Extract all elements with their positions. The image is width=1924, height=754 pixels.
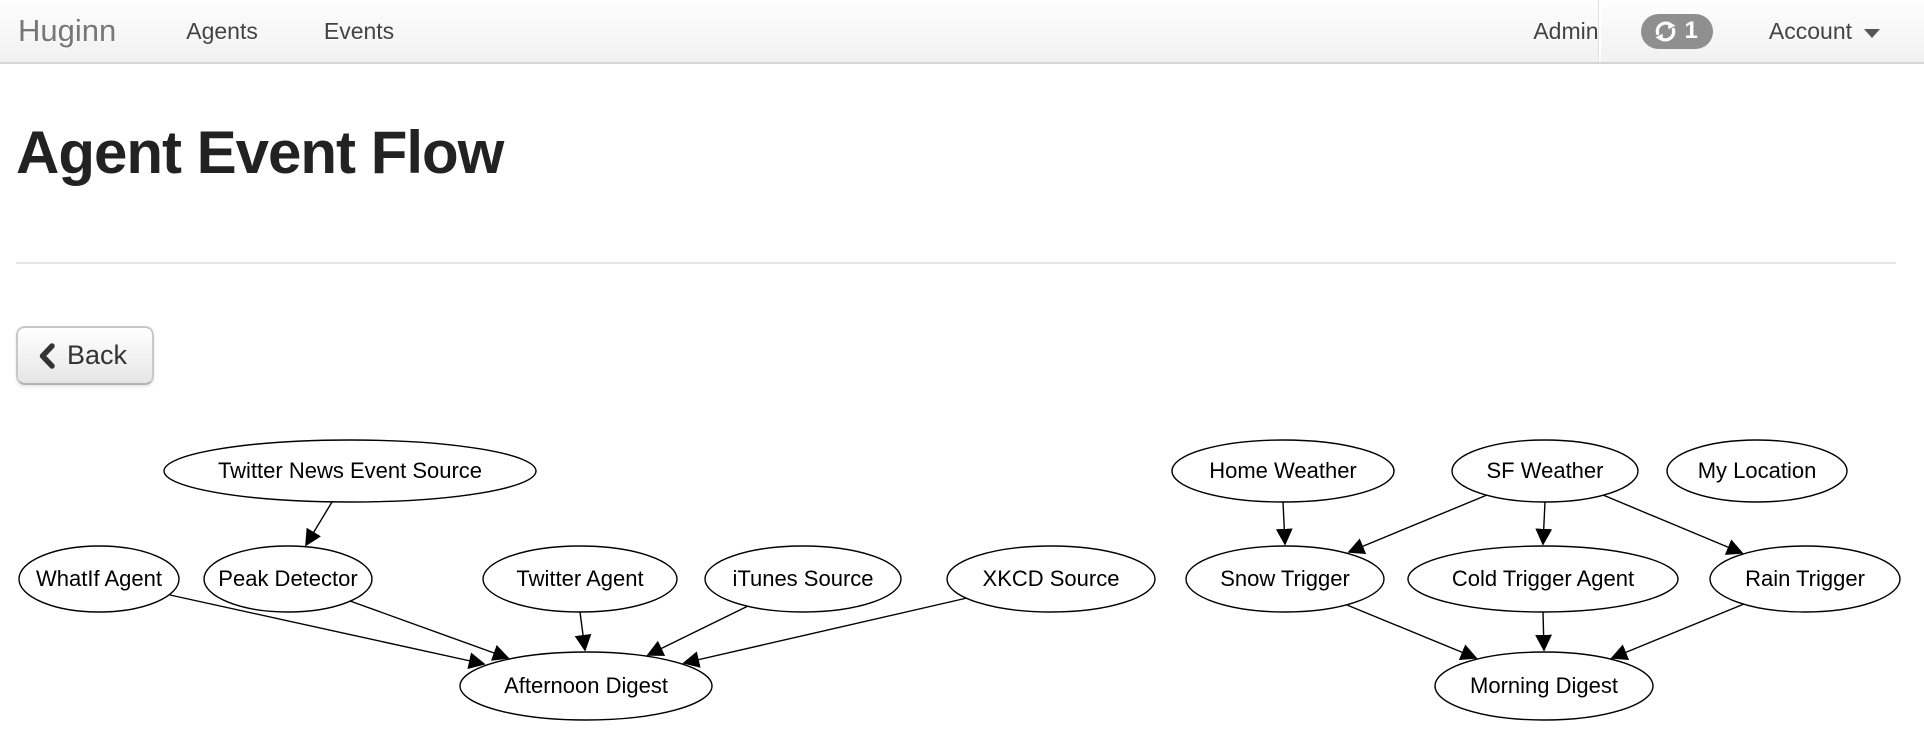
edge-snow-trigger-to-morning-digest [1346, 604, 1478, 661]
event-count-badge[interactable]: 1 [1640, 13, 1713, 49]
node-afternoon-digest: Afternoon Digest [459, 651, 713, 721]
edge-rain-trigger-to-morning-digest [1610, 603, 1745, 661]
node-twitter-agent: Twitter Agent [482, 545, 678, 613]
title-divider [16, 262, 1896, 264]
node-peak-detector: Peak Detector [203, 545, 373, 613]
node-label: iTunes Source [732, 566, 873, 591]
chevron-left-icon [37, 342, 56, 370]
page-title: Agent Event Flow [16, 119, 504, 186]
node-label: SF Weather [1487, 458, 1604, 483]
edge-home-weather-to-snow-trigger [1275, 501, 1293, 546]
node-label: WhatIf Agent [36, 566, 162, 591]
edge-sf-weather-to-snow-trigger [1347, 494, 1488, 554]
nav-item-admin[interactable]: Admin [1533, 17, 1599, 44]
edge-itunes-source-to-afternoon-digest [646, 605, 749, 656]
navbar: Huginn Agents Events Admin 1 Account [0, 0, 1924, 64]
node-label: Rain Trigger [1745, 566, 1865, 591]
node-rain-trigger: Rain Trigger [1709, 545, 1901, 613]
node-label: Twitter News Event Source [218, 458, 482, 483]
node-label: Cold Trigger Agent [1452, 566, 1634, 591]
node-morning-digest: Morning Digest [1434, 651, 1654, 721]
navbar-divider [1598, 0, 1601, 62]
edge-sf-weather-to-rain-trigger [1602, 494, 1744, 555]
edge-peak-detector-to-afternoon-digest [349, 600, 510, 661]
diagram-edges [169, 494, 1745, 669]
nav-item-agents[interactable]: Agents [186, 17, 258, 44]
node-label: Snow Trigger [1220, 566, 1350, 591]
main-content: Agent Event Flow Back [0, 120, 1924, 729]
event-count: 1 [1684, 17, 1698, 44]
node-home-weather: Home Weather [1171, 439, 1395, 503]
node-snow-trigger: Snow Trigger [1185, 545, 1385, 613]
node-label: My Location [1698, 458, 1817, 483]
node-label: XKCD Source [983, 566, 1120, 591]
account-label: Account [1768, 17, 1852, 44]
refresh-icon [1653, 19, 1678, 44]
node-twitter-news-event-source: Twitter News Event Source [163, 439, 537, 503]
edge-twitter-news-event-source-to-peak-detector [305, 501, 333, 547]
node-xkcd-source: XKCD Source [946, 545, 1156, 613]
node-label: Morning Digest [1470, 673, 1618, 698]
nav-item-events[interactable]: Events [323, 17, 395, 44]
node-itunes-source: iTunes Source [704, 545, 902, 613]
node-label: Twitter Agent [516, 566, 643, 591]
node-label: Peak Detector [218, 566, 357, 591]
edge-xkcd-source-to-afternoon-digest [682, 597, 968, 668]
node-whatif-agent: WhatIf Agent [18, 545, 180, 613]
node-label: Home Weather [1209, 458, 1357, 483]
edge-twitter-agent-to-afternoon-digest [574, 611, 592, 652]
node-label: Afternoon Digest [504, 673, 668, 698]
navbar-right: Admin 1 Account [1533, 0, 1880, 62]
edge-sf-weather-to-cold-trigger-agent [1535, 501, 1553, 546]
back-button-label: Back [67, 340, 128, 370]
edge-whatif-agent-to-afternoon-digest [169, 594, 486, 669]
node-cold-trigger-agent: Cold Trigger Agent [1407, 545, 1679, 613]
node-sf-weather: SF Weather [1451, 439, 1639, 503]
agent-event-flow-diagram: Twitter News Event Source WhatIf Agent P… [18, 439, 1901, 721]
node-my-location: My Location [1666, 439, 1848, 503]
chevron-down-icon [1864, 28, 1880, 38]
brand-link[interactable]: Huginn [18, 13, 117, 48]
back-button[interactable]: Back [16, 326, 155, 385]
account-dropdown-toggle[interactable]: Account [1769, 18, 1880, 45]
edge-cold-trigger-agent-to-morning-digest [1535, 611, 1552, 652]
